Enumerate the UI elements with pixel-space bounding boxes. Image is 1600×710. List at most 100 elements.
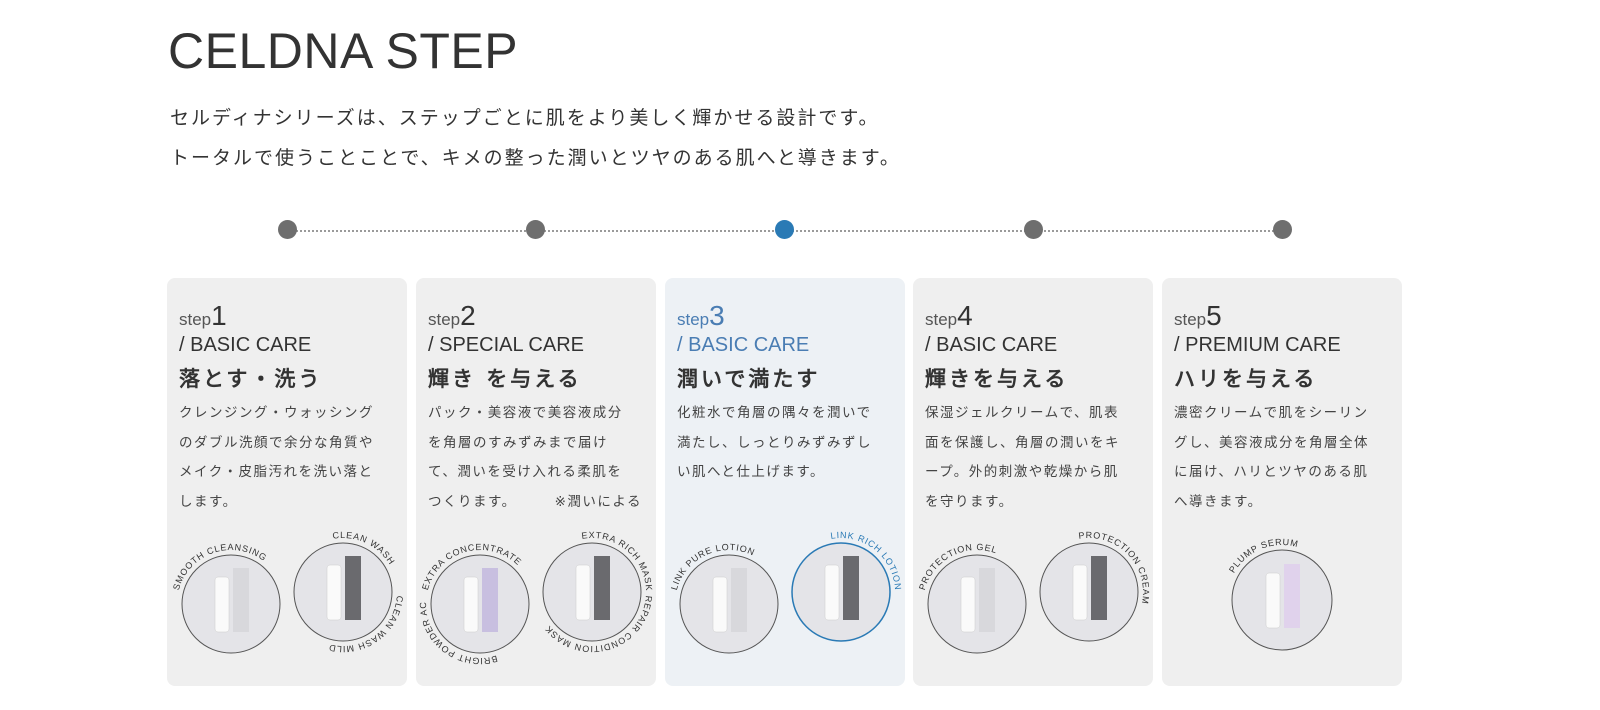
step-number: 1 [211,300,227,331]
product-bottle [463,576,479,633]
step-prefix: step [428,310,461,329]
product-label: REPAIR CONDITION MASK [543,595,653,654]
step-label: step4 [925,300,1141,332]
product-box [345,556,361,620]
step-label: step5 [1174,300,1390,332]
product-label: SMOOTH CLEANSING [171,542,268,591]
timeline-dot-step-5[interactable] [1272,220,1292,239]
step-note: ※潤いによる [554,493,642,510]
product-box [482,568,498,632]
product-circle[interactable]: EXTRA CONCENTRATE BRIGHT POWDER AC [418,542,534,666]
step-heading: 潤いで満たす [677,367,821,391]
step-prefix: step [179,310,212,329]
product-bottle [824,564,840,621]
step-description: 保湿ジェルクリームで、肌表 面を保護し、角層の潤いをキ ープ。外的刺激や乾燥から… [925,399,1141,517]
intro-text: セルディナシリーズは、ステップごとに肌をより美しく輝かせる設計です。 トータルで… [170,98,901,178]
svg-text:PROTECTION GEL: PROTECTION GEL [917,542,999,591]
page-title: CELDNA STEP [168,23,519,79]
step-prefix: step [1174,310,1207,329]
product-bottle [575,564,591,621]
step-description-text: パック・美容液で美容液成分 を角層のすみずみまで届け て、潤いを受け入れる柔肌を… [428,405,623,510]
product-label: LINK PURE LOTION [669,542,756,591]
step-number: 4 [957,300,973,331]
step-description: 濃密クリームで肌をシーリン グし、美容液成分を角層全体 に届け、ハリとツヤのある… [1174,399,1390,517]
step-description: パック・美容液で美容液成分 を角層のすみずみまで届け て、潤いを受け入れる柔肌を… [428,399,644,517]
step-card-1[interactable]: step1 / BASIC CARE 落とす・洗う クレンジング・ウォッシング … [167,278,407,686]
product-circle[interactable]: SMOOTH CLEANSING [171,542,285,658]
svg-text:SMOOTH CLEANSING: SMOOTH CLEANSING [171,542,269,591]
step-card-3[interactable]: step3 / BASIC CARE 潤いで満たす 化粧水で角層の隅々を潤いで … [665,278,905,686]
step-card-2[interactable]: step2 / SPECIAL CARE 輝き を与える パック・美容液で美容液… [416,278,656,686]
step-description-text: 保湿ジェルクリームで、肌表 面を保護し、角層の潤いをキ ープ。外的刺激や乾燥から… [925,405,1120,510]
timeline-dot-step-4[interactable] [1023,220,1043,239]
step-card-5[interactable]: step5 / PREMIUM CARE ハリを与える 濃密クリームで肌をシーリ… [1162,278,1402,686]
product-label: CLEAN WASH MILD [328,595,405,654]
product-circle[interactable]: CLEAN WASH CLEAN WASH MILD [289,530,405,654]
svg-text:PROTECTION CREAM: PROTECTION CREAM [1078,530,1151,605]
product-circle[interactable]: LINK PURE LOTION [669,542,783,658]
product-bottle [960,576,976,633]
step-description: 化粧水で角層の隅々を潤いで 満たし、しっとりみずみずし い肌へと仕上げます。 [677,399,893,488]
product-circle[interactable]: LINK RICH LOTION [787,530,903,646]
intro-line: セルディナシリーズは、ステップごとに肌をより美しく輝かせる設計です。 [170,107,880,129]
timeline-dot-step-3[interactable] [774,220,794,239]
product-box [1284,564,1300,628]
step-description-text: クレンジング・ウォッシング のダブル洗顔で余分な角質や メイク・皮脂汚れを洗い落… [179,405,374,510]
svg-text:CLEAN WASH: CLEAN WASH [332,530,397,567]
product-label: LINK RICH LOTION [830,530,902,591]
svg-text:LINK RICH LOTION: LINK RICH LOTION [830,530,903,591]
product-bottle [214,576,230,633]
step-heading: ハリを与える [1174,367,1318,391]
product-circle[interactable]: PROTECTION GEL [917,542,1031,658]
care-type: / BASIC CARE [179,334,312,356]
step-description-text: 濃密クリームで肌をシーリン グし、美容液成分を角層全体 に届け、ハリとツヤのある… [1174,405,1369,510]
care-type: / PREMIUM CARE [1174,334,1341,356]
step-heading: 輝き を与える [428,367,582,391]
care-type: / BASIC CARE [925,334,1058,356]
product-label: PLUMP SERUM [1227,537,1299,575]
product-box [1091,556,1107,620]
step-label: step3 [677,300,893,332]
product-label: EXTRA CONCENTRATE [420,542,523,591]
product-box [594,556,610,620]
step-heading: 落とす・洗う [179,367,323,391]
step-prefix: step [925,310,958,329]
intro-line: トータルで使うことことで、キメの整った潤いとツヤのある肌へと導きます。 [170,147,901,169]
step-number: 2 [460,300,476,331]
product-bottle [712,576,728,633]
product-bottle [326,564,342,621]
care-type: / SPECIAL CARE [428,334,584,356]
svg-text:REPAIR CONDITION MASK: REPAIR CONDITION MASK [543,595,654,654]
step-heading: 輝きを与える [925,367,1069,391]
timeline-dot-step-2[interactable] [525,220,545,239]
product-circle[interactable]: PROTECTION CREAM [1035,530,1151,646]
care-type: / BASIC CARE [677,334,810,356]
product-circle[interactable]: PLUMP SERUM [1227,537,1337,655]
step-number: 3 [709,300,725,331]
step-card-4[interactable]: step4 / BASIC CARE 輝きを与える 保湿ジェルクリームで、肌表 … [913,278,1153,686]
product-bottle [1072,564,1088,621]
svg-text:BRIGHT POWDER AC: BRIGHT POWDER AC [418,601,499,666]
step-prefix: step [677,310,710,329]
step-label: step1 [179,300,395,332]
timeline-dot-step-1[interactable] [277,220,297,239]
product-label: EXTRA RICH MASK [581,530,653,592]
product-box [843,556,859,620]
svg-text:EXTRA RICH MASK: EXTRA RICH MASK [581,530,654,592]
product-bottle [1265,572,1281,629]
product-label: PROTECTION CREAM [1078,530,1150,605]
step-description-text: 化粧水で角層の隅々を潤いで 満たし、しっとりみずみずし い肌へと仕上げます。 [677,405,872,480]
product-label: PROTECTION GEL [917,542,998,591]
product-label: BRIGHT POWDER AC [418,601,498,666]
svg-text:CLEAN WASH MILD: CLEAN WASH MILD [328,595,405,654]
svg-text:LINK PURE LOTION: LINK PURE LOTION [669,542,757,591]
product-label: CLEAN WASH [332,530,396,567]
step-number: 5 [1206,300,1222,331]
step-label: step2 [428,300,644,332]
product-box [979,568,995,632]
svg-text:PLUMP SERUM: PLUMP SERUM [1227,537,1300,575]
product-box [731,568,747,632]
svg-text:EXTRA CONCENTRATE: EXTRA CONCENTRATE [420,542,524,591]
product-box [233,568,249,632]
